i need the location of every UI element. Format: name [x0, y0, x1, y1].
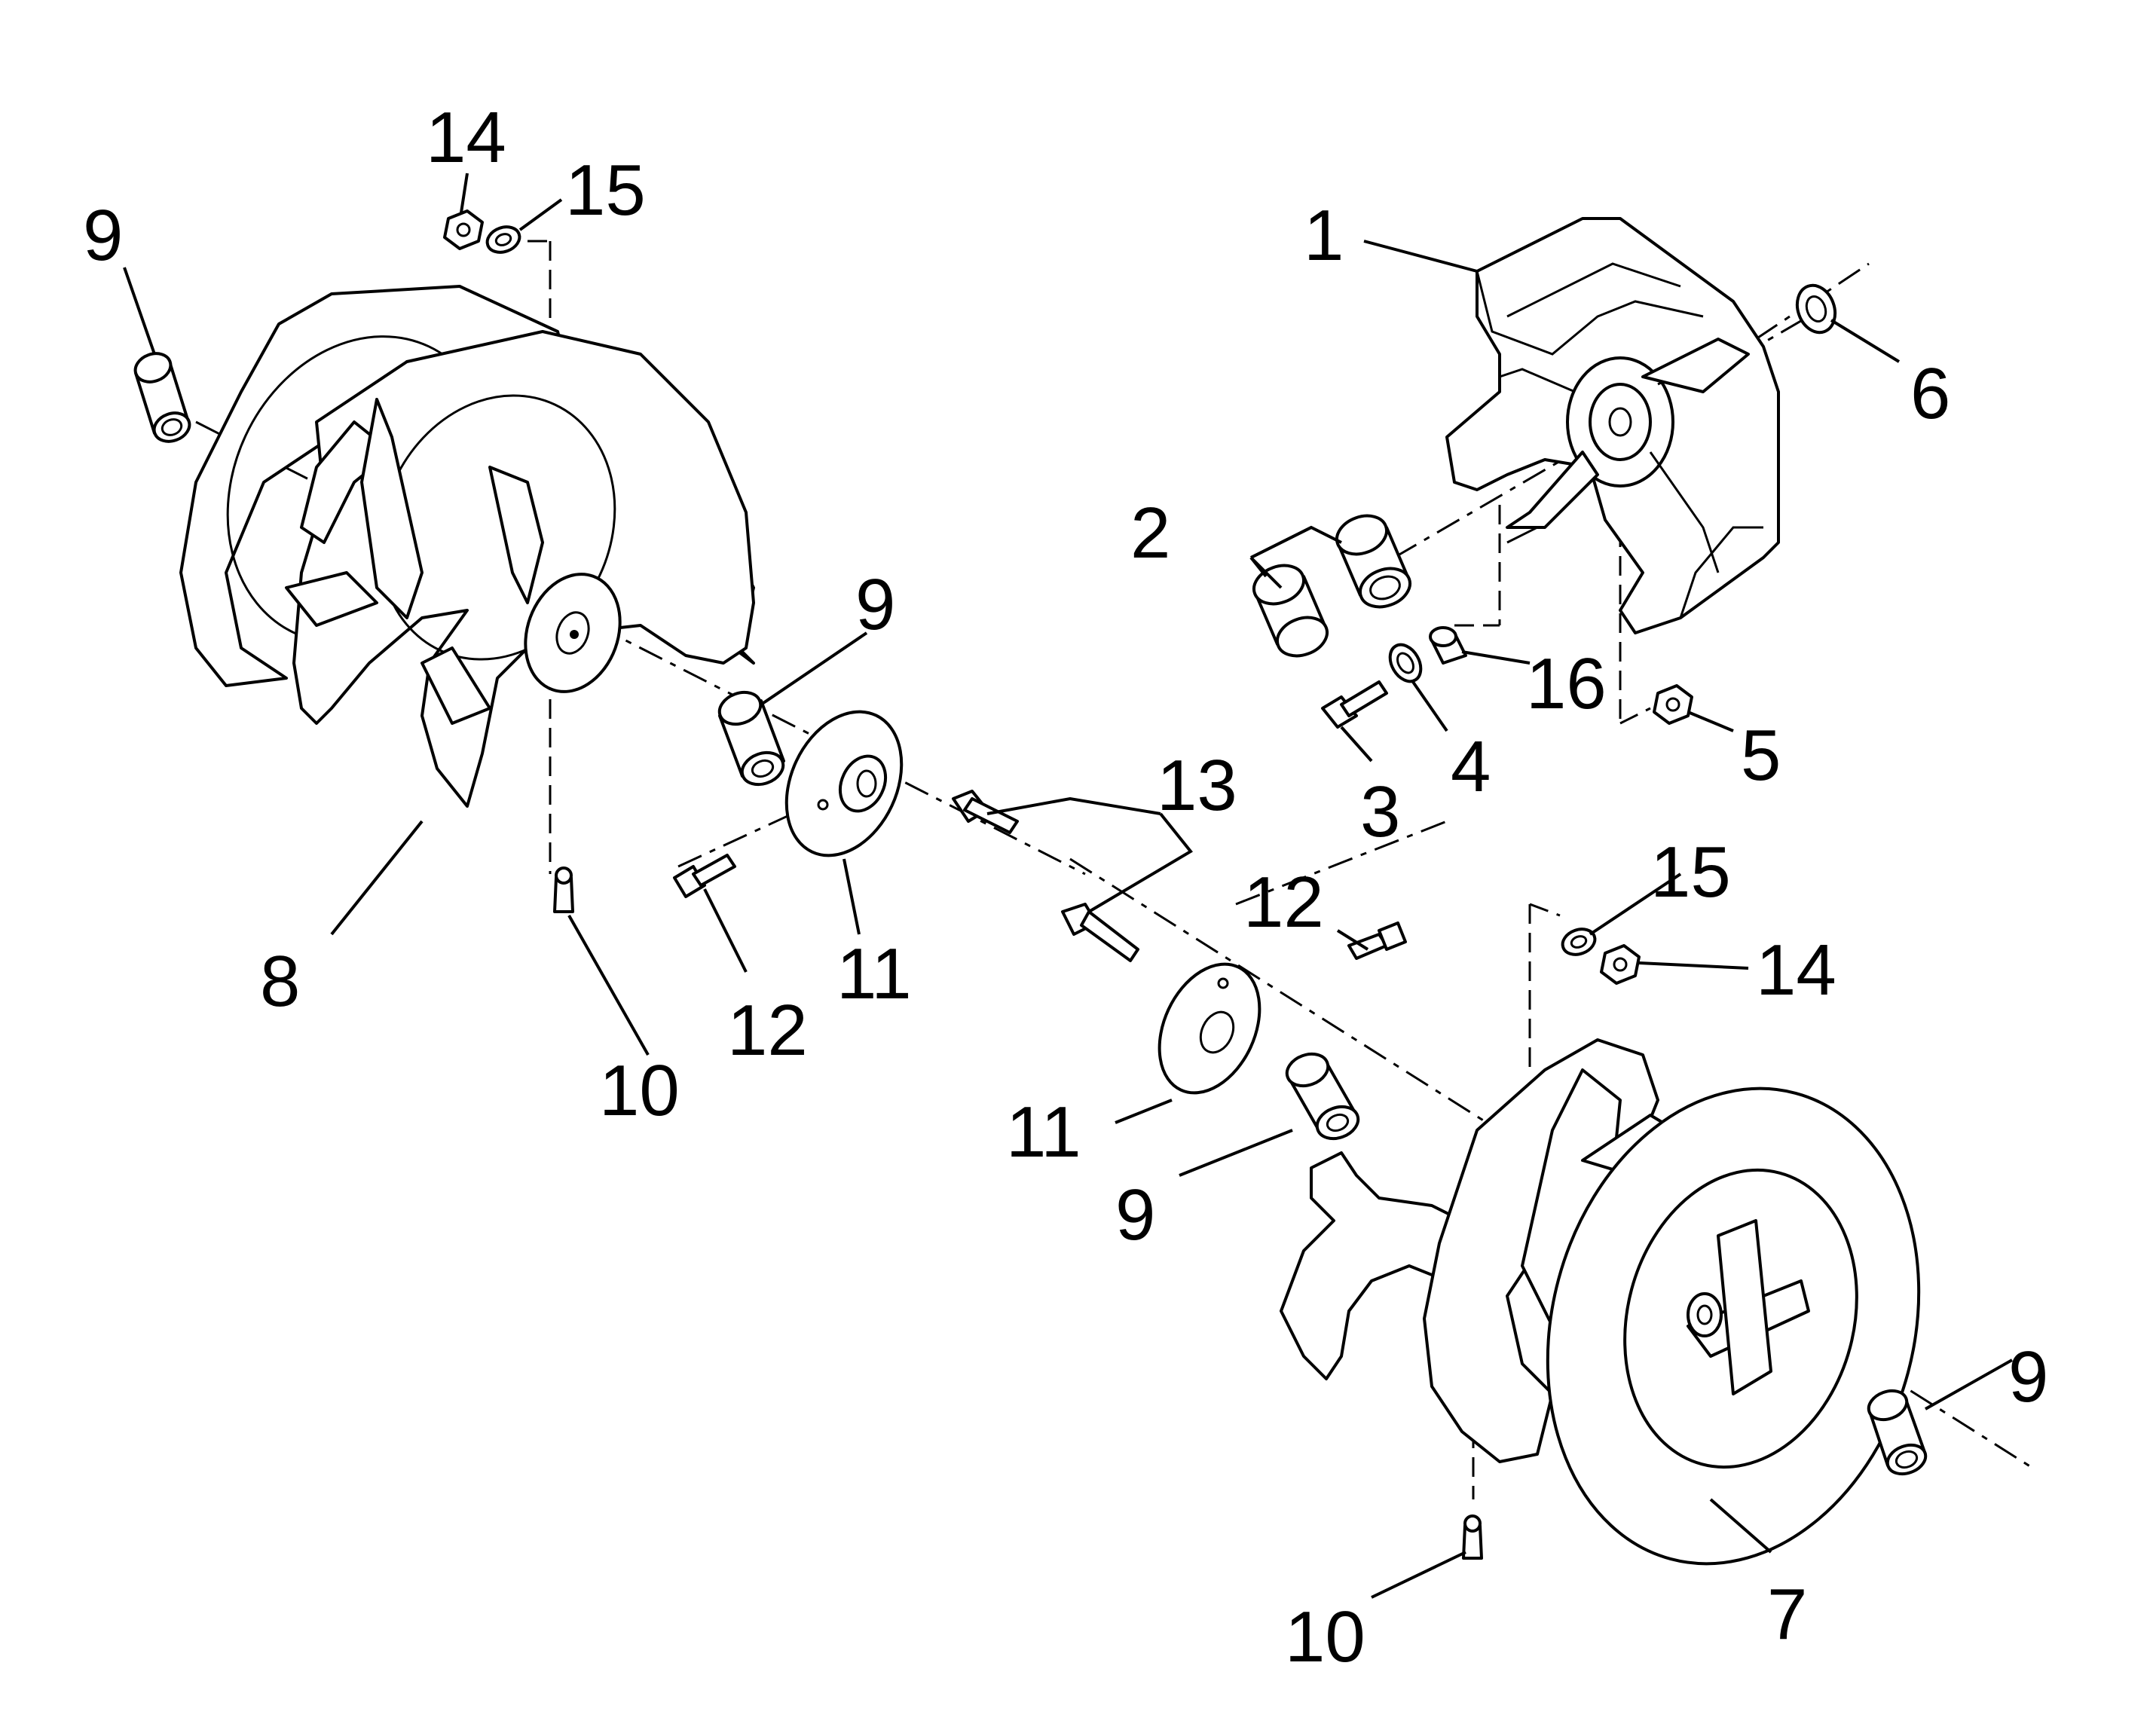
- callout-9-lower-right: 9: [2008, 1337, 2048, 1417]
- lock-washer-part-15-lower: [1561, 928, 1597, 956]
- callout-14-lower: 14: [1756, 930, 1836, 1010]
- flange-part-11-lower: [1158, 962, 1261, 1095]
- grease-fitting-part-10-upper: [553, 866, 574, 913]
- callout-12-lower: 12: [1243, 862, 1324, 943]
- callout-labels: 1 2 3 4 5 6 7 8 9 9 9 9 10 10 11 11 12 1…: [83, 97, 2048, 1677]
- auger-left-part-8: [179, 285, 755, 808]
- callout-9-center-right: 9: [1115, 1175, 1155, 1255]
- bolt-part-3: [1321, 680, 1388, 729]
- callout-4: 4: [1451, 726, 1491, 807]
- callout-15-upper: 15: [565, 150, 646, 231]
- callout-5: 5: [1741, 715, 1781, 796]
- spacer-part-16: [1429, 626, 1467, 665]
- callout-10-upper: 10: [599, 1050, 680, 1131]
- callout-9-upper-left: 9: [83, 195, 123, 276]
- shear-bolt-part-13-lower: [1061, 903, 1139, 962]
- callout-8: 8: [260, 941, 300, 1022]
- nut-part-14-upper: [443, 209, 484, 250]
- bolt-part-12-upper: [673, 854, 736, 898]
- callout-7: 7: [1767, 1574, 1807, 1655]
- callout-15-lower: 15: [1650, 832, 1731, 912]
- bushing-part-9-lower-right: [1867, 1389, 1928, 1476]
- bushing-part-9-center-left: [717, 690, 785, 787]
- auger-right-part-7: [1280, 1038, 1921, 1566]
- nut-part-5: [1653, 684, 1693, 725]
- washer-part-6: [1795, 283, 1837, 335]
- nut-part-14-lower: [1600, 944, 1641, 985]
- impeller-housing-part-1: [1445, 217, 1780, 634]
- callout-10-lower: 10: [1285, 1597, 1365, 1677]
- callout-6: 6: [1910, 353, 1950, 434]
- bushing-part-9-upper-left: [133, 352, 191, 443]
- callout-9-center-left: 9: [855, 564, 895, 645]
- callout-11-lower: 11: [1006, 1092, 1081, 1172]
- shear-bolt-part-13-upper: [952, 790, 1019, 834]
- flange-part-11-upper: [784, 710, 904, 857]
- lock-washer-part-4: [1388, 643, 1423, 683]
- leader-lines: [123, 173, 2013, 1599]
- callout-11-upper: 11: [836, 934, 912, 1014]
- lock-washer-part-15-upper: [485, 225, 521, 254]
- callout-13: 13: [1157, 745, 1237, 826]
- callout-1: 1: [1304, 195, 1344, 276]
- callout-3: 3: [1360, 772, 1400, 852]
- bolt-part-12-lower: [1347, 921, 1407, 960]
- grease-fitting-part-10-lower: [1462, 1514, 1483, 1560]
- callout-14-upper: 14: [426, 97, 506, 178]
- callout-2: 2: [1130, 493, 1170, 573]
- callout-16: 16: [1526, 643, 1607, 724]
- bushing-part-9-center-right: [1285, 1052, 1360, 1141]
- callout-12-upper: 12: [727, 990, 808, 1071]
